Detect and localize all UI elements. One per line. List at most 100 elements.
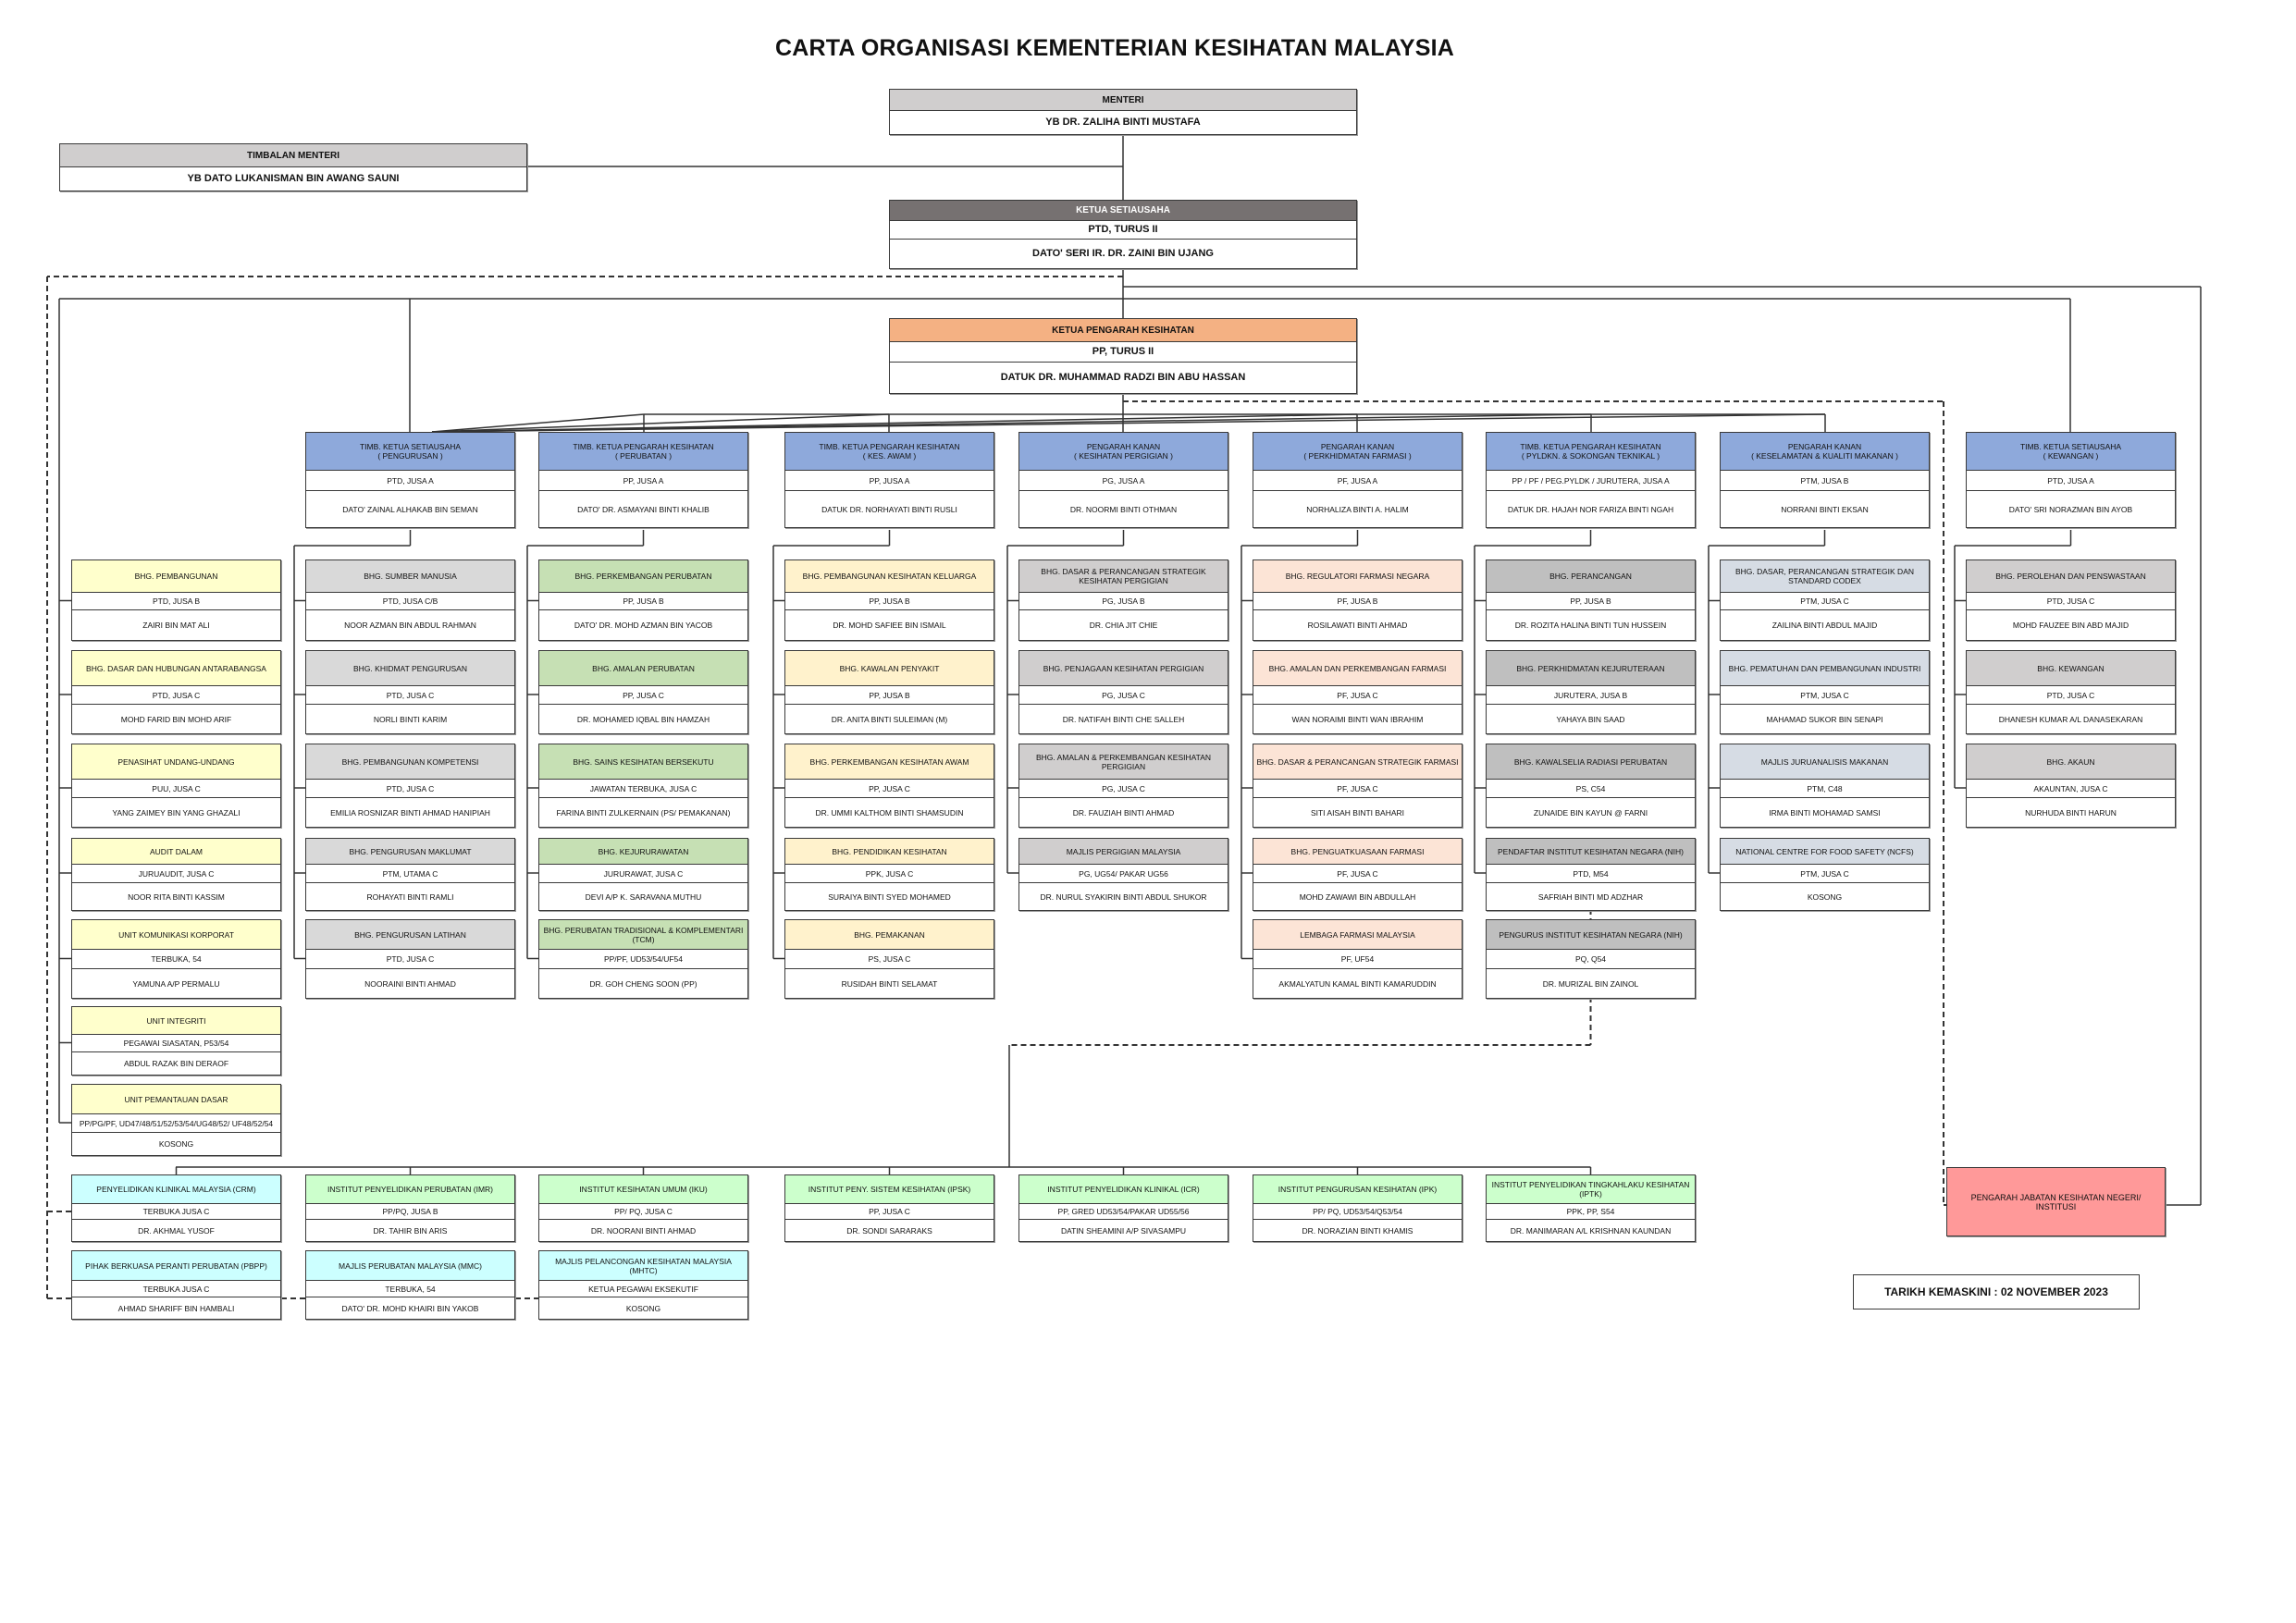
deputy-head-box[interactable]: TIMB. KETUA PENGARAH KESIHATAN( PYLDKN. … xyxy=(1486,432,1696,528)
grade-text: PP/PQ, JUSA B xyxy=(382,1207,438,1216)
deputy-head-box[interactable]: PENGARAH KANAN( KESELAMATAN & KUALITI MA… xyxy=(1720,432,1930,528)
deputy-head-box[interactable]: PENGARAH KANAN( KESIHATAN PERGIGIAN )PG,… xyxy=(1018,432,1228,528)
grade: PTD, JUSA C xyxy=(306,779,514,797)
officer-name: DATO' DR. MOHD AZMAN BIN YACOB xyxy=(539,609,747,640)
institute-box[interactable]: INSTITUT KESIHATAN UMUM (IKU)PP/ PQ, JUS… xyxy=(538,1174,748,1242)
agency-box[interactable]: PIHAK BERKUASA PERANTI PERUBATAN (PBPP)T… xyxy=(71,1250,281,1320)
deputy-head-box[interactable]: PENGARAH KANAN( PERKHIDMATAN FARMASI ) PF… xyxy=(1253,432,1463,528)
grade: PP/PQ, JUSA B xyxy=(306,1203,514,1219)
agency-box[interactable]: MAJLIS PELANCONGAN KESIHATAN MALAYSIA (M… xyxy=(538,1250,748,1320)
officer-name-text: DR. SONDI SARARAKS xyxy=(846,1225,932,1236)
grade: AKAUNTAN, JUSA C xyxy=(1967,779,2175,797)
institute-box[interactable]: PENYELIDIKAN KLINIKAL MALAYSIA (CRM)TERB… xyxy=(71,1174,281,1242)
grade: PTD, JUSA C xyxy=(1967,592,2175,609)
unit-title: PENGARAH KANAN( PERKHIDMATAN FARMASI ) xyxy=(1253,433,1462,470)
grade: PPK, PP, S54 xyxy=(1487,1203,1695,1219)
grade-text: JURUAUDIT, JUSA C xyxy=(138,868,215,879)
division-box[interactable]: PENDAFTAR INSTITUT KESIHATAN NEGARA (NIH… xyxy=(1486,838,1696,911)
grade-text: PP / PF / PEG.PYLDK / JURUTERA, JUSA A xyxy=(1512,475,1670,486)
unit-title: PENGARAH KANAN( KESELAMATAN & KUALITI MA… xyxy=(1721,433,1929,470)
officer-name: ZAILINA BINTI ABDUL MAJID xyxy=(1721,609,1929,640)
grade: JURURAWAT, JUSA C xyxy=(539,864,747,882)
unit-title-text: ( PENGURUSAN ) xyxy=(377,451,443,461)
institute-box[interactable]: INSTITUT PENYELIDIKAN PERUBATAN (IMR)PP/… xyxy=(305,1174,515,1242)
division-box[interactable]: BHG. AMALAN & PERKEMBANGAN KESIHATAN PER… xyxy=(1018,744,1228,828)
unit-title: MAJLIS PELANCONGAN KESIHATAN MALAYSIA (M… xyxy=(539,1251,747,1280)
agency-box[interactable]: MAJLIS PERUBATAN MALAYSIA (MMC)TERBUKA, … xyxy=(305,1250,515,1320)
division-box[interactable]: BHG. DASAR, PERANCANGAN STRATEGIK DAN ST… xyxy=(1720,559,1930,641)
officer-name-text: DR. NOORANI BINTI AHMAD xyxy=(590,1225,697,1236)
division-box[interactable]: PENGURUS INSTITUT KESIHATAN NEGARA (NIH)… xyxy=(1486,919,1696,999)
institute-box[interactable]: INSTITUT PENGURUSAN KESIHATAN (IPK)PP/ P… xyxy=(1253,1174,1463,1242)
deputy-head-box[interactable]: TIMB. KETUA SETIAUSAHA( KEWANGAN )PTD, J… xyxy=(1966,432,2176,528)
officer-name: ZUNAIDE BIN KAYUN @ FARNI xyxy=(1487,797,1695,827)
grade: PS, JUSA C xyxy=(785,949,994,968)
state-director-box[interactable]: PENGARAH JABATAN KESIHATAN NEGERI/ INSTI… xyxy=(1946,1167,2166,1236)
officer-name: DEVI A/P K. SARAVANA MUTHU xyxy=(539,882,747,910)
unit-title-text: AUDIT DALAM xyxy=(150,846,203,856)
division-box[interactable]: NATIONAL CENTRE FOR FOOD SAFETY (NCFS)PT… xyxy=(1720,838,1930,911)
officer-name: DATO' DR. ASMAYANI BINTI KHALIB xyxy=(539,490,747,527)
institute-box[interactable]: INSTITUT PENYELIDIKAN TINGKAHLAKU KESIHA… xyxy=(1486,1174,1696,1242)
unit-title-text: ( KESIHATAN PERGIGIAN ) xyxy=(1074,451,1173,461)
deputy-head-box[interactable]: TIMB. KETUA PENGARAH KESIHATAN( PERUBATA… xyxy=(538,432,748,528)
unit-title: LEMBAGA FARMASI MALAYSIA xyxy=(1253,920,1462,949)
unit-title: BHG. KEJURURAWATAN xyxy=(539,839,747,864)
grade-text: PTD, JUSA C xyxy=(2046,690,2095,700)
division-box[interactable]: BHG. DASAR & PERANCANGAN STRATEGIK KESIH… xyxy=(1018,559,1228,641)
officer-name-text: DR. TAHIR BIN ARIS xyxy=(373,1225,448,1236)
unit-title: MENTERI xyxy=(890,90,1356,110)
officer-name-text: NORHALIZA BINTI A. HALIM xyxy=(1306,504,1409,514)
grade: PP, JUSA C xyxy=(785,779,994,797)
grade-text: PF, JUSA A xyxy=(1337,475,1378,486)
grade: PG, JUSA C xyxy=(1019,685,1228,704)
deputy-head-box[interactable]: TIMB. KETUA PENGARAH KESIHATAN( KES. AWA… xyxy=(784,432,994,528)
unit-title: BHG. PERUBATAN TRADISIONAL & KOMPLEMENTA… xyxy=(539,920,747,949)
institute-box[interactable]: INSTITUT PENYELIDIKAN KLINIKAL (ICR)PP, … xyxy=(1018,1174,1228,1242)
institute-box[interactable]: INSTITUT PENY. SISTEM KESIHATAN (IPSK)PP… xyxy=(784,1174,994,1242)
deputy-head-box[interactable]: TIMB. KETUA SETIAUSAHA( PENGURUSAN )PTD,… xyxy=(305,432,515,528)
unit-title: BHG. AKAUN xyxy=(1967,744,2175,779)
division-box[interactable]: BHG. DASAR & PERANCANGAN STRATEGIK FARMA… xyxy=(1253,744,1463,828)
division-box[interactable]: BHG. PERUBATAN TRADISIONAL & KOMPLEMENTA… xyxy=(538,919,748,999)
